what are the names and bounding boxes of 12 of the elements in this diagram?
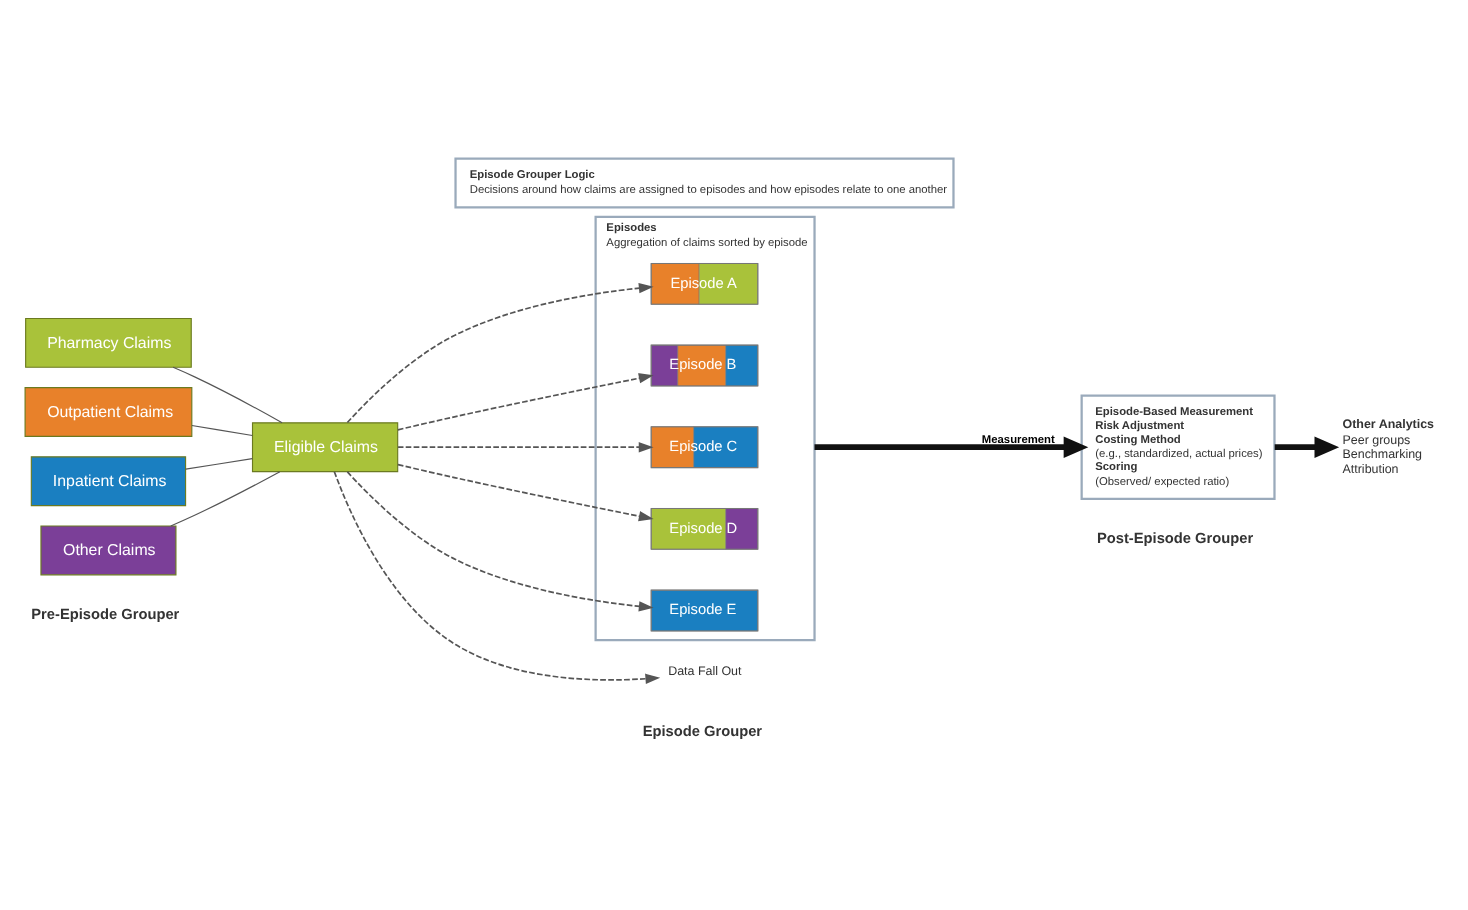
arrow [346,282,654,423]
arrow [397,441,654,452]
arrow [397,372,654,430]
arrow [397,462,654,521]
arrow [814,435,1089,457]
connector [185,457,253,469]
arrow [333,469,661,683]
arrow [1274,435,1340,457]
arrow [346,470,654,611]
connector [170,470,281,526]
connector [172,365,283,423]
connector [191,423,253,436]
